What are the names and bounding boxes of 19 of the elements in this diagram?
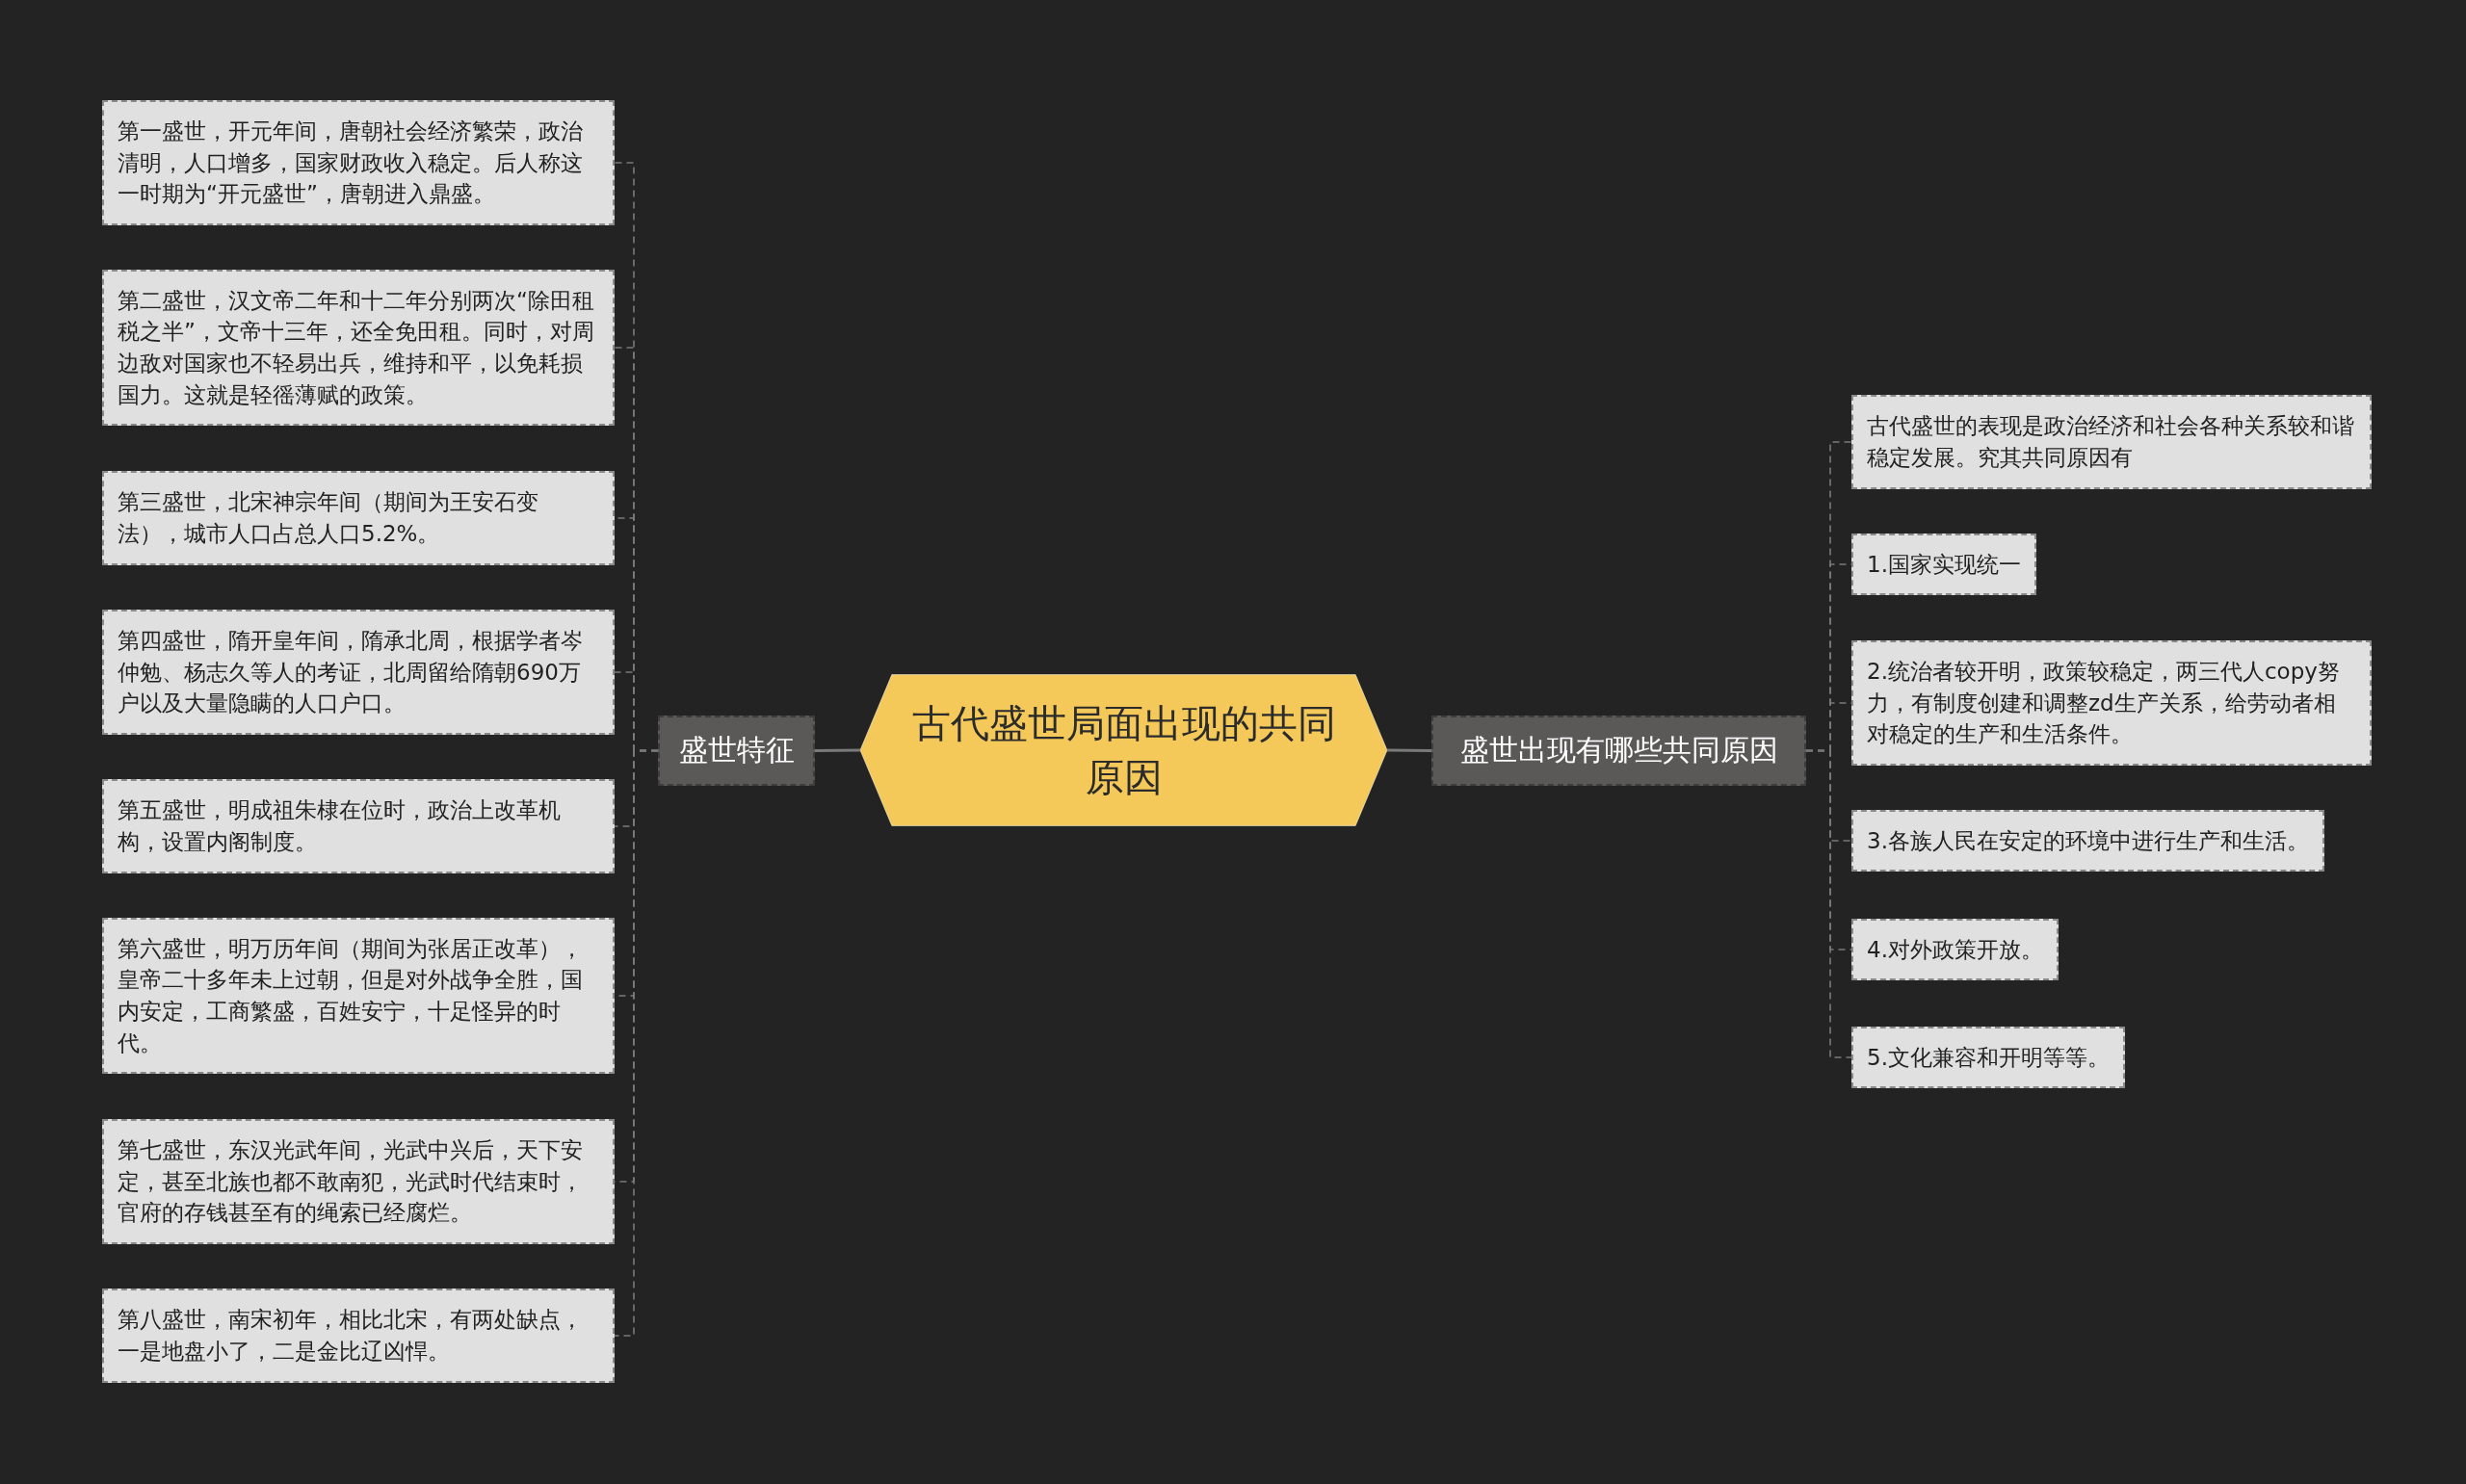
note-card: 4.对外政策开放。 [1851, 918, 2059, 981]
note-card: 第五盛世，明成祖朱棣在位时，政治上改革机构，设置内阁制度。 [102, 779, 615, 873]
connector-line [1387, 748, 1431, 752]
central-topic: 古代盛世局面出现的共同原因 [860, 673, 1387, 827]
note-card: 5.文化兼容和开明等等。 [1851, 1026, 2125, 1089]
branch-topic: 盛世出现有哪些共同原因 [1431, 716, 1806, 786]
note-card: 第一盛世，开元年间，唐朝社会经济繁荣，政治清明，人口增多，国家财政收入稳定。后人称这一时期为“开元盛世”，唐朝进入鼎盛。 [102, 100, 615, 225]
note-card: 第六盛世，明万历年间（期间为张居正改革），皇帝二十多年未上过朝，但是对外战争全胜，国内安定，工商繁盛，百姓安宁，十足怪异的时代。 [102, 917, 615, 1075]
note-card: 第三盛世，北宋神宗年间（期间为王安石变法），城市人口占总人口5.2%。 [102, 471, 615, 565]
note-card: 第七盛世，东汉光武年间，光武中兴后，天下安定，甚至北族也都不敢南犯，光武时代结束时，官府的存钱甚至有的绳索已经腐烂。 [102, 1119, 615, 1244]
note-card: 第二盛世，汉文帝二年和十二年分别两次“除田租税之半”，文帝十三年，还全免田租。同时，对周边敌对国家也不轻易出兵，维持和平，以免耗损国力。这就是轻徭薄赋的政策。 [102, 269, 615, 427]
note-card: 1.国家实现统一 [1851, 533, 2036, 596]
note-card: 古代盛世的表现是政治经济和社会各种关系较和谐稳定发展。究其共同原因有 [1851, 395, 2372, 489]
note-card: 2.统治者较开明，政策较稳定，两三代人copy努力，有制度创建和调整zd生产关系，给劳动者相对稳定的生产和生活条件。 [1851, 640, 2372, 766]
note-card: 第四盛世，隋开皇年间，隋承北周，根据学者岑仲勉、杨志久等人的考证，北周留给隋朝690万户以及大量隐瞒的人口户口。 [102, 610, 615, 735]
note-card: 3.各族人民在安定的环境中进行生产和生活。 [1851, 809, 2324, 872]
connector-line [815, 748, 860, 752]
note-card: 第八盛世，南宋初年，相比北宋，有两处缺点，一是地盘小了，二是金比辽凶悍。 [102, 1289, 615, 1383]
branch-topic: 盛世特征 [658, 716, 815, 786]
